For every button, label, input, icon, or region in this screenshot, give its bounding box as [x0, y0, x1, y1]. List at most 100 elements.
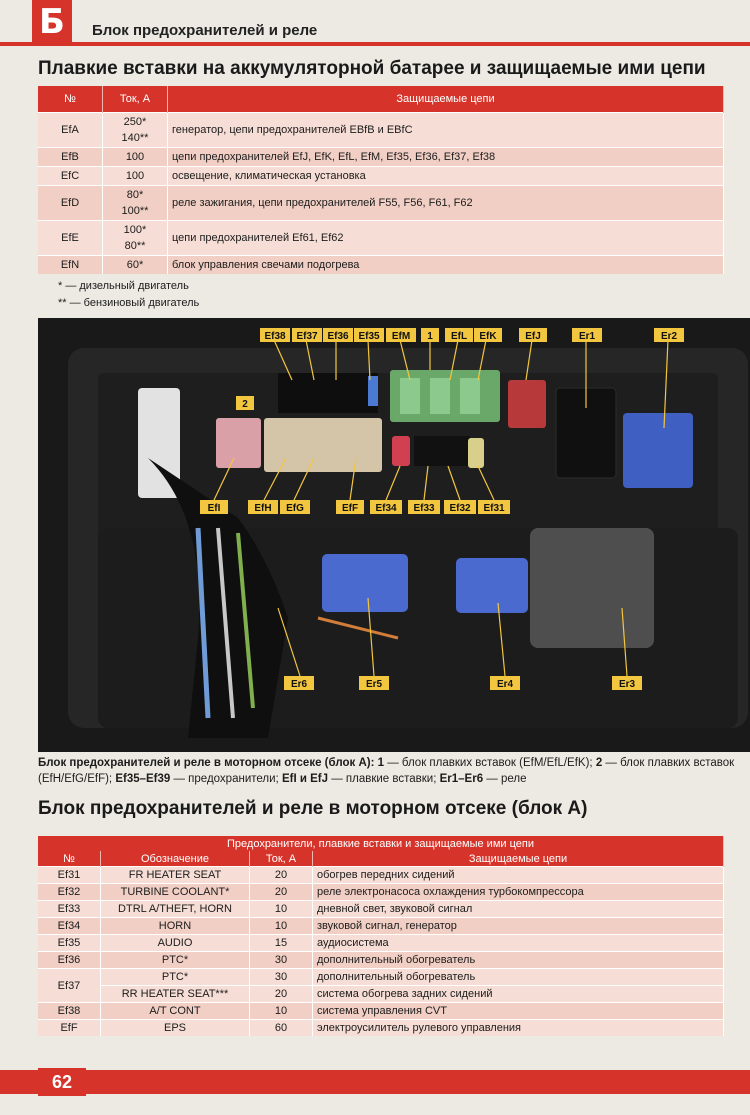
cell-no: EfC [38, 166, 103, 186]
photo-callouts: Ef38 Ef37 Ef36 Ef35 EfM 1 EfL EfK EfJ Er… [200, 328, 684, 690]
label-er5: Er5 [366, 679, 383, 690]
cell-no: Ef34 [38, 917, 101, 935]
cell-current: 80*100** [102, 185, 168, 221]
label-ef32: Ef32 [449, 503, 471, 514]
cell-current: 60 [249, 1019, 313, 1036]
label-ef33: Ef33 [413, 503, 435, 514]
table-row: Ef32 TURBINE COOLANT* 20 реле электронас… [38, 883, 724, 901]
label-er2: Er2 [661, 331, 678, 342]
header-rule [0, 42, 750, 46]
fuse-relay-table: Предохранители, плавкие вставки и защища… [38, 836, 724, 1036]
cell-current: 10 [249, 1002, 313, 1020]
cell-no: Ef36 [38, 951, 101, 969]
photo-caption: Блок предохранителей и реле в моторном о… [38, 755, 750, 787]
col-current: Ток, А [102, 86, 168, 113]
cell-circuits: реле электронасоса охлаждения турбокомпр… [312, 883, 724, 901]
caption-part: Er1–Er6 [439, 773, 484, 785]
cell-no: Ef37 [38, 968, 101, 1003]
table-row: Ef31 FR HEATER SEAT 20 обогрев передних … [38, 866, 724, 884]
col-circuits: Защищаемые цепи [312, 851, 724, 867]
label-er1: Er1 [579, 331, 596, 342]
cell-current: 10 [249, 917, 313, 935]
table-row: EfA 250*140** генератор, цепи предохрани… [38, 112, 724, 148]
table-row: EfF EPS 60 электроусилитель рулевого упр… [38, 1019, 724, 1036]
cell-circuits: система управления CVT [312, 1002, 724, 1020]
cell-current: 100* 80** [102, 220, 168, 256]
cell-designation: RR HEATER SEAT*** [100, 985, 250, 1003]
cell-no: Ef33 [38, 900, 101, 918]
cell-no: Ef35 [38, 934, 101, 952]
cell-current: 250*140** [102, 112, 168, 148]
table-header-row: № Обозначение Ток, А Защищаемые цепи [38, 851, 724, 867]
table-row: EfB 100 цепи предохранителей EfJ, EfK, E… [38, 147, 724, 167]
label-block-1: 1 [427, 331, 433, 342]
cell-no: EfF [38, 1019, 101, 1036]
label-efl: EfL [451, 331, 467, 342]
caption-part: 2 [595, 757, 603, 769]
label-efj: EfJ [525, 331, 541, 342]
cell-current: 60* [102, 255, 168, 274]
table-row: Ef33 DTRL A/THEFT, HORN 10 дневной свет,… [38, 900, 724, 918]
label-block-2: 2 [242, 399, 248, 410]
cell-designation: DTRL A/THEFT, HORN [100, 900, 250, 918]
label-efi: EfI [208, 503, 221, 514]
caption-part: — предохранители; [170, 773, 282, 785]
table-row: EfC 100 освещение, климатическая установ… [38, 166, 724, 186]
fuse-box-photo: Ef38 Ef37 Ef36 Ef35 EfM 1 EfL EfK EfJ Er… [38, 318, 750, 752]
label-er4: Er4 [497, 679, 514, 690]
label-ef34: Ef34 [375, 503, 397, 514]
table-group-header-row: Предохранители, плавкие вставки и защища… [38, 836, 724, 851]
cell-designation: A/T CONT [100, 1002, 250, 1020]
col-designation: Обозначение [100, 851, 250, 867]
col-no: № [38, 86, 103, 113]
caption-part: EfI и EfJ [281, 773, 328, 785]
cell-designation: PTC* [100, 968, 250, 986]
label-ef38: Ef38 [264, 331, 286, 342]
label-ef36: Ef36 [327, 331, 349, 342]
cell-circuits: электроусилитель рулевого управления [312, 1019, 724, 1036]
cell-no: EfB [38, 147, 103, 167]
cell-no: EfA [38, 112, 103, 148]
caption-part: — блок плавких вставок (EfM/EfL/EfK); [384, 757, 596, 769]
col-current: Ток, А [249, 851, 313, 867]
cell-designation: EPS [100, 1019, 250, 1036]
label-efg: EfG [286, 503, 304, 514]
fuse-link-table: № Ток, А Защищаемые цепи EfA 250*140** г… [38, 86, 724, 274]
col-no: № [38, 851, 101, 867]
cell-current: 10 [249, 900, 313, 918]
table-row: Ef37 PTC* 30 дополнительный обогреватель [38, 968, 724, 1003]
group-header: Предохранители, плавкие вставки и защища… [38, 836, 724, 851]
cell-circuits: дневной свет, звуковой сигнал [312, 900, 724, 918]
label-eff: EfF [342, 503, 358, 514]
cell-designation: PTC* [100, 951, 250, 969]
cell-circuits: цепи предохранителей Ef61, Ef62 [167, 220, 724, 256]
caption-part: — плавкие вставки; [328, 773, 440, 785]
table1-title: Плавкие вставки на аккумуляторной батаре… [38, 58, 706, 79]
label-ef35: Ef35 [358, 331, 380, 342]
label-ef31: Ef31 [483, 503, 505, 514]
cell-designation: FR HEATER SEAT [100, 866, 250, 884]
current-value: 80** [124, 240, 146, 252]
table-row: RR HEATER SEAT*** 20 система обогрева за… [38, 985, 724, 1003]
cell-circuits: аудиосистема [312, 934, 724, 952]
current-value: 100** [121, 205, 149, 217]
footer-bar [0, 1070, 750, 1094]
cell-designation: AUDIO [100, 934, 250, 952]
table-row: Ef38 A/T CONT 10 система управления CVT [38, 1002, 724, 1020]
cell-circuits: дополнительный обогреватель [312, 968, 724, 986]
cell-current: 100 [102, 166, 168, 186]
caption-part: — реле [483, 773, 527, 785]
caption-part: Блок предохранителей и реле в моторном о… [38, 757, 384, 769]
table-row: EfE 100*80** цепи предохранителей Ef61, … [38, 220, 724, 256]
current-value: 100* [123, 224, 147, 236]
cell-circuits: система обогрева задних сидений [312, 985, 724, 1003]
label-efh: EfH [254, 503, 271, 514]
fuse-box-illustration: Ef38 Ef37 Ef36 Ef35 EfM 1 EfL EfK EfJ Er… [38, 318, 750, 752]
table-row: Ef34 HORN 10 звуковой сигнал, генератор [38, 917, 724, 935]
label-efk: EfK [479, 331, 497, 342]
cell-no: Ef31 [38, 866, 101, 884]
current-value: 140** [121, 132, 149, 144]
section-badge: Б [32, 0, 72, 44]
caption-part: — блок плавких вставок (EfH/EfG/EfF); [38, 757, 735, 785]
cell-current: 30 [249, 968, 313, 986]
